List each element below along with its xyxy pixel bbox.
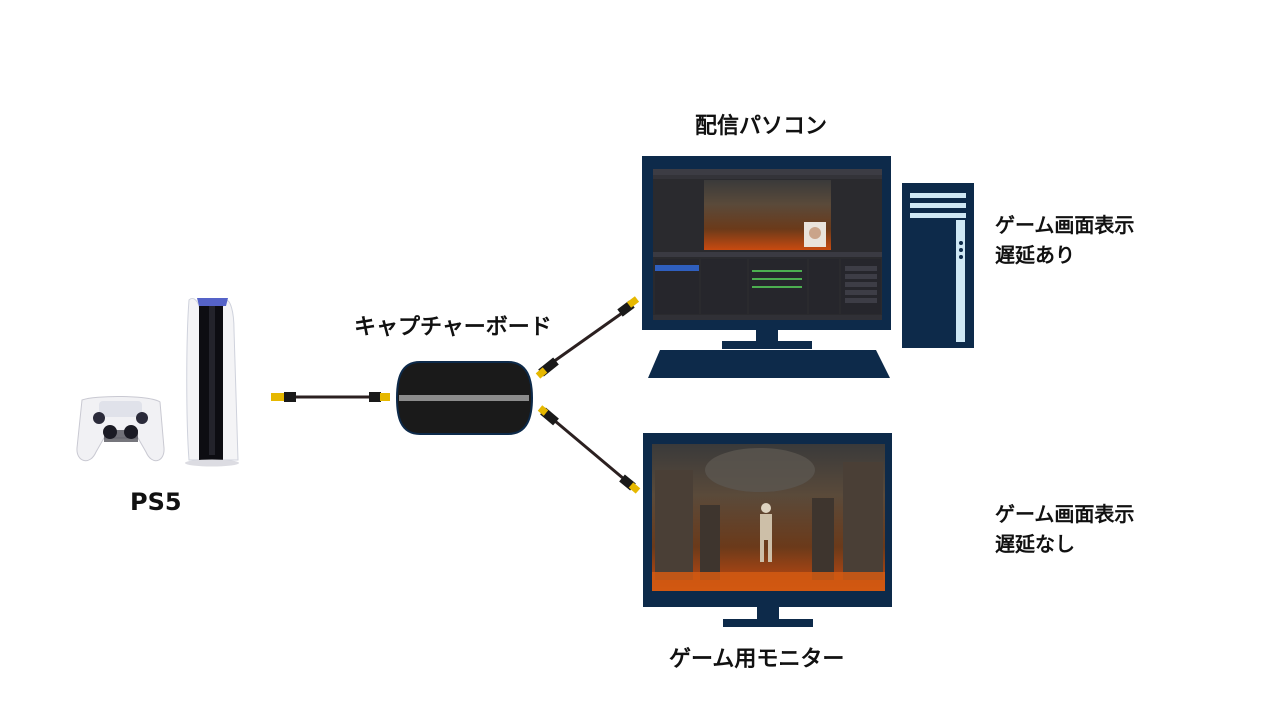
ps5-controller-icon — [76, 396, 165, 462]
hdmi-cable-pc — [535, 296, 640, 379]
monitor-note-line1: ゲーム画面表示 — [995, 502, 1135, 526]
hdmi-cable-ps5 — [271, 392, 390, 402]
pc-delay-note: ゲーム画面表示 遅延あり — [995, 210, 1134, 270]
obs-titlebar — [653, 169, 882, 175]
pc-tower-icon — [902, 183, 974, 348]
monitor-note-line2: 遅延なし — [995, 532, 1075, 556]
pc-note-line1: ゲーム画面表示 — [995, 213, 1135, 237]
monitor-delay-note: ゲーム画面表示 遅延なし — [995, 499, 1134, 559]
pc-note-line2: 遅延あり — [995, 243, 1075, 267]
hdmi-cable-monitor — [537, 405, 641, 494]
game-monitor-icon — [643, 433, 892, 627]
capture-board-label: キャプチャーボード — [354, 315, 552, 340]
ps5-console-icon — [185, 298, 239, 467]
capture-board-icon — [395, 361, 534, 435]
game-monitor-label: ゲーム用モニター — [669, 647, 845, 672]
pc-monitor-icon — [642, 156, 891, 378]
streaming-pc-label: 配信パソコン — [695, 114, 828, 139]
ps5-label: PS5 — [130, 488, 182, 516]
